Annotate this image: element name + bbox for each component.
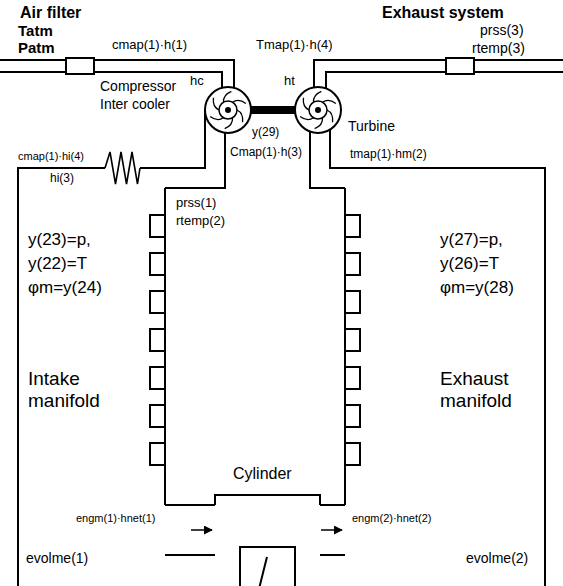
node-label: y(22)=T — [28, 254, 87, 274]
port-rib — [150, 215, 165, 237]
variable-label: prss(3) — [480, 22, 524, 38]
port-rib — [345, 329, 360, 351]
node-label: Compressor — [100, 78, 176, 94]
variable-label: cmap(1)·hi(4) — [18, 150, 84, 163]
variable-label: cmap(1)·h(1) — [112, 38, 187, 53]
variable-label: rtemp(2) — [176, 214, 225, 229]
variable-label: evolme(2) — [466, 550, 528, 566]
node-label: Cylinder — [233, 465, 292, 483]
node-label: Intake manifold — [28, 368, 148, 412]
node-label: Turbine — [348, 118, 395, 134]
node-label: y(23)=p, — [28, 230, 91, 250]
port-rib — [345, 253, 360, 275]
variable-label: Patm — [18, 39, 55, 56]
port-rib — [150, 329, 165, 351]
intake-wall — [18, 168, 165, 586]
outlet-pipe — [475, 60, 563, 72]
variable-label: y(29) — [252, 126, 279, 140]
port-rib — [150, 253, 165, 275]
port-rib — [345, 367, 360, 389]
turbine-wheel: Turbine — [294, 86, 342, 134]
port-rib — [345, 443, 360, 465]
node-label: Exhaust manifold — [440, 368, 540, 412]
port-rib — [345, 215, 360, 237]
inlet-pipe — [0, 60, 65, 72]
exhaust-box: Exhaust system — [445, 57, 475, 75]
wheel-outline — [294, 86, 342, 134]
wheel-outline — [204, 86, 252, 134]
node-label: φm=y(24) — [28, 278, 102, 298]
node-label: φm=y(28) — [440, 278, 514, 298]
port-ribs — [150, 215, 360, 465]
variable-label: rtemp(3) — [472, 40, 525, 56]
node-label: y(27)=p, — [440, 230, 503, 250]
variable-label: tmap(1)·hm(2) — [350, 148, 427, 162]
turbo-shaft — [250, 106, 296, 114]
port-rib — [150, 443, 165, 465]
intercooler-coil — [105, 152, 140, 184]
variable-label: prss(1) — [176, 196, 216, 211]
node-label: Exhaust system — [382, 4, 504, 22]
pipe-connector — [320, 530, 345, 531]
variable-label: Cmap(1)·h(3) — [230, 146, 302, 160]
variable-label: ht — [284, 74, 295, 89]
flow-arrow — [191, 529, 212, 531]
variable-label: hc — [190, 74, 204, 89]
variable-label: hi(3) — [50, 172, 74, 186]
port-rib — [345, 291, 360, 313]
port-rib — [150, 405, 165, 427]
flow-arrow — [321, 529, 342, 531]
compressor-wheel: Compressor — [204, 86, 252, 134]
variable-label: evolme(1) — [26, 550, 88, 566]
filter-box: Air filter — [65, 57, 95, 75]
variable-label: engm(1)·hnet(1) — [76, 512, 155, 525]
pipe-connector — [165, 530, 215, 531]
variable-label: Inter cooler — [100, 96, 170, 112]
cylinder-box: Cylinder — [215, 495, 320, 586]
node-label: y(26)=T — [440, 254, 499, 274]
variable-label: Tatm — [18, 22, 53, 39]
cylinder-outline — [215, 495, 320, 586]
port-rib — [345, 405, 360, 427]
variable-label: engm(2)·hnet(2) — [352, 512, 431, 525]
port-rib — [150, 367, 165, 389]
node-label: Air filter — [20, 4, 81, 22]
variable-label: Tmap(1)·h(4) — [256, 38, 333, 53]
port-rib — [150, 291, 165, 313]
exhaust-wall — [345, 168, 545, 586]
